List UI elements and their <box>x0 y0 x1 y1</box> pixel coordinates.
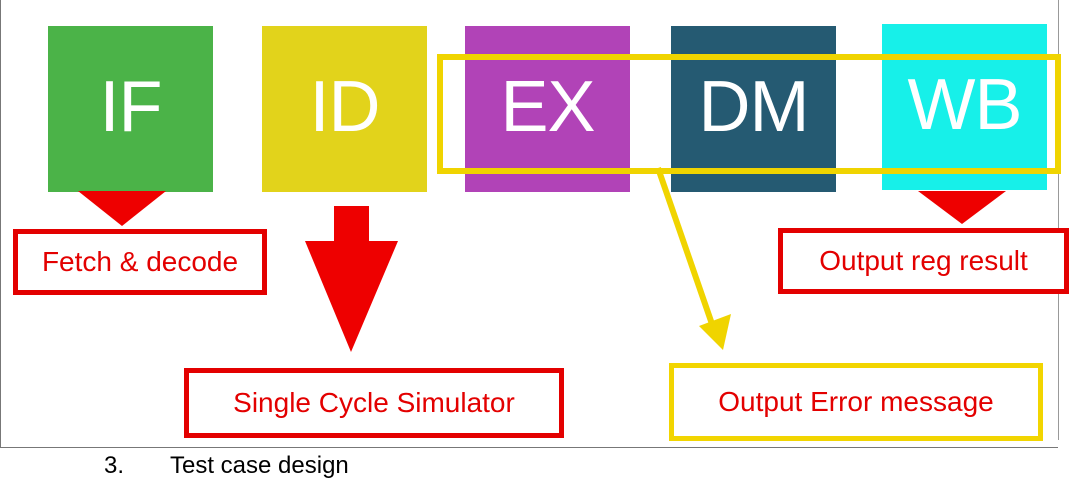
id-down-arrow <box>305 206 398 352</box>
page-frame <box>0 0 1058 448</box>
page-frame-right-edge <box>1058 0 1059 440</box>
reg-result-text: Output reg result <box>819 245 1028 276</box>
single-cycle-callout: Single Cycle Simulator <box>184 368 564 438</box>
diagram-overlay <box>78 54 1061 352</box>
error-message-callout: Output Error message <box>669 363 1043 441</box>
ex-wb-highlight-frame <box>437 54 1061 174</box>
stage-id: ID <box>262 26 427 192</box>
footer-number: 3. <box>104 452 125 479</box>
stage-ex-label: EX <box>500 67 595 147</box>
reg-result-callout: Output reg result <box>778 228 1069 294</box>
error-message-text: Output Error message <box>718 386 994 417</box>
stage-wb-label: WB <box>907 65 1023 145</box>
stage-wb: WB <box>882 24 1047 190</box>
fetch-decode-callout: Fetch & decode <box>13 229 267 295</box>
if-down-arrow <box>78 191 166 226</box>
wb-down-arrow <box>918 191 1006 224</box>
footer-heading: Test case design <box>170 452 349 479</box>
fetch-decode-text: Fetch & decode <box>41 246 239 277</box>
stage-if: IF <box>48 26 213 192</box>
single-cycle-text: Single Cycle Simulator <box>233 387 515 418</box>
stage-dm-label: DM <box>698 67 810 147</box>
error-arrow-head <box>699 314 731 350</box>
stage-id-label: ID <box>309 67 381 147</box>
error-arrow-shaft <box>655 167 715 325</box>
stage-ex: EX <box>465 26 630 192</box>
stage-dm: DM <box>671 26 836 192</box>
stage-if-label: IF <box>99 67 163 147</box>
